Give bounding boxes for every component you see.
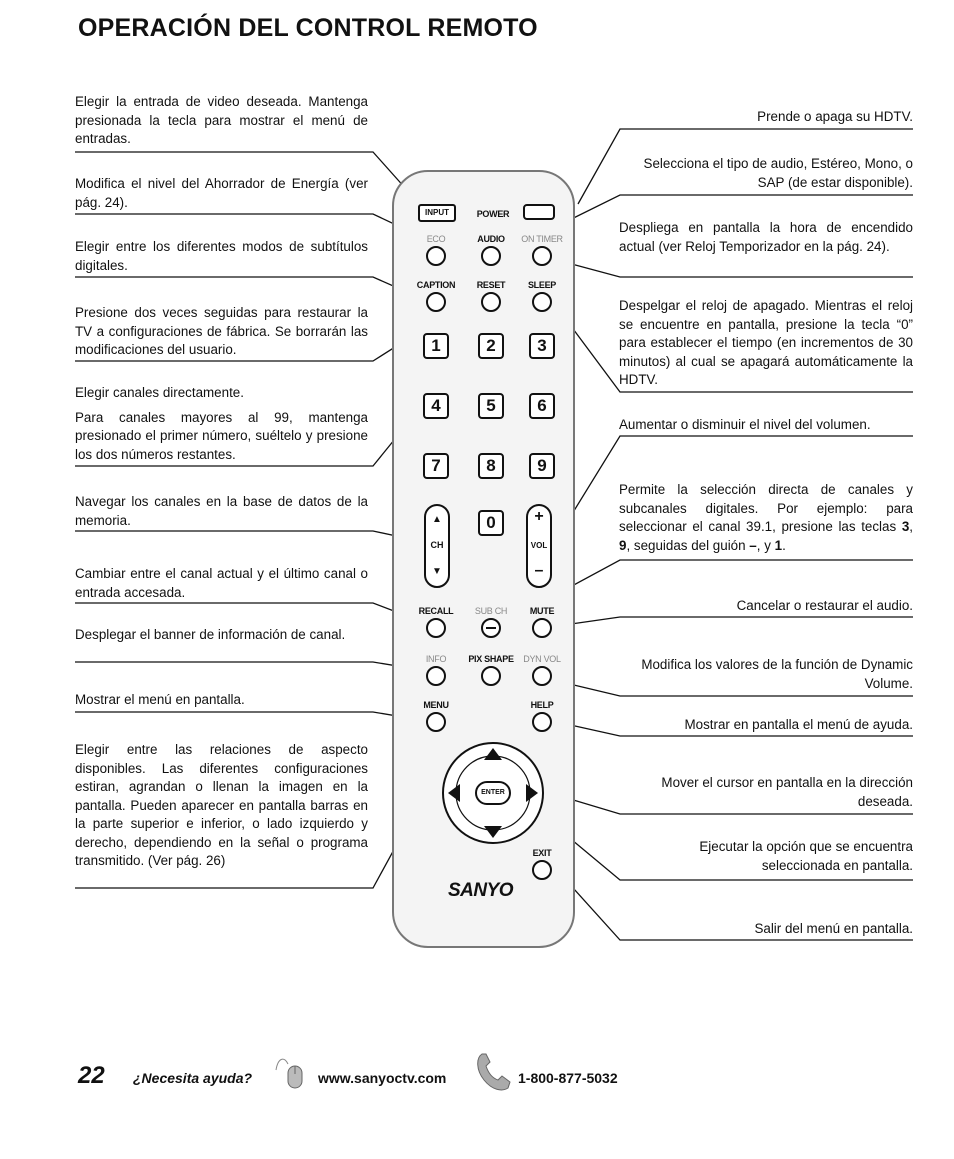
sleep-button[interactable] — [532, 292, 552, 312]
vol-down-icon: – — [534, 562, 544, 579]
menu-label: MENU — [423, 700, 449, 710]
dynvol-label: DYN VOL — [523, 654, 561, 664]
volume-rocker[interactable]: + VOL – — [526, 504, 552, 588]
ch-label: CH — [430, 540, 444, 550]
ontimer-label: ON TIMER — [521, 234, 563, 244]
digit-4-button[interactable]: 4 — [423, 393, 449, 419]
phone-number: 1-800-877-5032 — [518, 1070, 618, 1086]
ontimer-button[interactable] — [532, 246, 552, 266]
info-button[interactable] — [426, 666, 446, 686]
channel-rocker[interactable]: ▲ CH ▼ — [424, 504, 450, 588]
digit-7-button[interactable]: 7 — [423, 453, 449, 479]
help-label: HELP — [530, 700, 554, 710]
note-dynvol: Modifica los valores de la función de Dy… — [641, 657, 913, 691]
note-sleep: Despelgar el reloj de apagado. Mientras … — [619, 298, 913, 387]
digit-6-button[interactable]: 6 — [529, 393, 555, 419]
help-text: ¿Necesita ayuda? — [133, 1070, 253, 1086]
digit-8-button[interactable]: 8 — [478, 453, 504, 479]
digit-3-button[interactable]: 3 — [529, 333, 555, 359]
menu-button[interactable] — [426, 712, 446, 732]
sleep-label: SLEEP — [527, 280, 556, 290]
ch-up-icon: ▲ — [432, 514, 442, 525]
digit-1-button[interactable]: 1 — [423, 333, 449, 359]
mouse-icon — [275, 1058, 303, 1089]
note-digits: Elegir canales directamente.Para canales… — [75, 385, 368, 462]
note-arrows: Mover el cursor en pantalla en la direcc… — [661, 775, 913, 809]
remote-control: INPUT POWER ECO AUDIO ON TIMER CAPTION R… — [392, 170, 575, 948]
reset-label: RESET — [476, 280, 506, 290]
vol-up-icon: + — [534, 508, 544, 525]
mute-button[interactable] — [532, 618, 552, 638]
eco-button[interactable] — [426, 246, 446, 266]
note-ch: Navegar los canales en la base de datos … — [75, 494, 368, 528]
recall-button[interactable] — [426, 618, 446, 638]
note-caption: Elegir entre los diferentes modos de sub… — [75, 239, 368, 273]
eco-label: ECO — [426, 234, 446, 244]
note-exit: Salir del menú en pantalla. — [754, 921, 913, 936]
ch-down-icon: ▼ — [432, 566, 442, 577]
note-reset: Presione dos veces seguidas para restaur… — [75, 305, 368, 357]
input-button[interactable]: INPUT — [418, 204, 456, 222]
note-enter: Ejecutar la opción que se encuentra sele… — [699, 839, 913, 873]
subch-label: SUB CH — [474, 606, 508, 616]
phone-icon — [477, 1053, 511, 1091]
power-label: POWER — [476, 209, 510, 219]
audio-button[interactable] — [481, 246, 501, 266]
reset-button[interactable] — [481, 292, 501, 312]
page-title: OPERACIÓN DEL CONTROL REMOTO — [78, 14, 538, 42]
note-help: Mostrar en pantalla el menú de ayuda. — [684, 717, 913, 732]
note-menu: Mostrar el menú en pantalla. — [75, 692, 245, 707]
note-power: Prende o apaga su HDTV. — [757, 109, 913, 124]
brand-logo: SANYO — [448, 880, 514, 901]
picshape-label: PIX SHAPE — [468, 654, 514, 664]
note-picshape: Elegir entre las relaciones de aspecto d… — [75, 742, 368, 868]
vol-label: VOL — [530, 541, 548, 550]
power-button[interactable] — [523, 204, 555, 220]
note-mute: Cancelar o restaurar el audio. — [736, 598, 913, 613]
help-button[interactable] — [532, 712, 552, 732]
page-number: 22 — [78, 1062, 105, 1089]
note-ontimer: Despliega en pantalla la hora de encendi… — [619, 220, 913, 254]
note-info: Desplegar el banner de información de ca… — [75, 627, 346, 642]
digit-2-button[interactable]: 2 — [478, 333, 504, 359]
note-input: Elegir la entrada de video deseada. Mant… — [75, 94, 368, 146]
dash-icon — [486, 627, 496, 629]
caption-label: CAPTION — [416, 280, 456, 290]
exit-button[interactable] — [532, 860, 552, 880]
note-recall: Cambiar entre el canal actual y el últim… — [75, 566, 368, 600]
picshape-button[interactable] — [481, 666, 501, 686]
note-audio: Selecciona el tipo de audio, Estéreo, Mo… — [643, 156, 913, 190]
digit-5-button[interactable]: 5 — [478, 393, 504, 419]
mute-label: MUTE — [529, 606, 555, 616]
digit-9-button[interactable]: 9 — [529, 453, 555, 479]
website-link[interactable]: www.sanyoctv.com — [318, 1070, 447, 1086]
info-label: INFO — [425, 654, 447, 664]
subch-button[interactable] — [481, 618, 501, 638]
note-digital-channels: Permite la selección directa de canales … — [619, 482, 913, 553]
enter-button[interactable]: ENTER — [475, 781, 511, 805]
exit-label: EXIT — [532, 848, 552, 858]
note-eco: Modifica el nivel del Ahorrador de Energ… — [75, 176, 368, 210]
note-volume: Aumentar o disminuir el nivel del volume… — [619, 417, 871, 432]
dynvol-button[interactable] — [532, 666, 552, 686]
caption-button[interactable] — [426, 292, 446, 312]
audio-label: AUDIO — [477, 234, 505, 244]
digit-0-button[interactable]: 0 — [478, 510, 504, 536]
recall-label: RECALL — [418, 606, 454, 616]
